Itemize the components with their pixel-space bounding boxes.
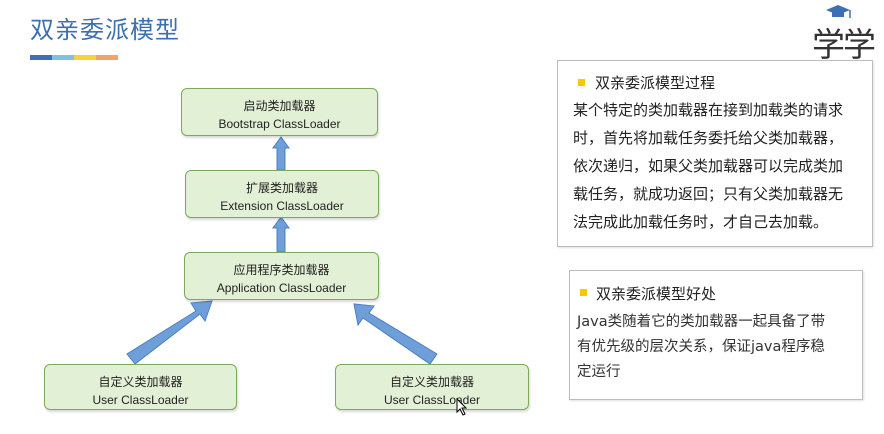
arrow-userright-to-application <box>353 303 438 365</box>
node-extension-classloader: 扩展类加载器 Extension ClassLoader <box>185 170 379 218</box>
node-label-en: Application ClassLoader <box>216 281 347 295</box>
text-line: 有优先级的层次关系，保证java程序稳 <box>577 339 825 355</box>
panel-text: 某个特定的类加载器在接到加载类的请求 时，首先将加载任务委托给父类加载器， 依次… <box>573 96 869 236</box>
title-accent-bar <box>30 55 118 60</box>
text-line: 某个特定的类加载器在接到加载类的请求 <box>573 101 844 119</box>
node-user-classloader-right: 自定义类加载器 User ClassLoader <box>335 364 529 410</box>
node-user-classloader-left: 自定义类加载器 User ClassLoader <box>44 364 237 410</box>
panel-delegation-benefit <box>569 270 863 400</box>
graduation-cap-icon <box>826 5 851 18</box>
text-line: 法完成此加载任务时，才自己去加载。 <box>573 213 829 231</box>
arrow-application-to-extension <box>272 216 290 253</box>
text-line: Java类随着它的类加载器一起具备了带 <box>577 314 826 330</box>
logo-text: 学学 <box>812 25 876 64</box>
text-line: 依次递归，如果父类加载器可以完成类加 <box>573 157 844 175</box>
logo <box>826 5 851 18</box>
node-bootstrap-classloader: 启动类加载器 Bootstrap ClassLoader <box>181 88 378 136</box>
panel-delegation-process <box>557 60 873 247</box>
node-label-zh: 应用程序类加载器 <box>233 263 330 277</box>
node-application-classloader: 应用程序类加载器 Application ClassLoader <box>184 252 379 300</box>
arrow-userleft-to-application <box>126 300 213 365</box>
node-label-en: User ClassLoader <box>383 393 481 407</box>
bullet-icon <box>580 289 587 296</box>
arrow-extension-to-bootstrap <box>272 136 290 171</box>
node-label-en: Extension ClassLoader <box>220 199 344 213</box>
mouse-cursor-icon <box>456 398 468 416</box>
node-label-en: User ClassLoader <box>92 393 189 407</box>
accent-segment <box>96 55 118 60</box>
panel-heading: 双亲委派模型过程 <box>595 74 716 92</box>
node-label-zh: 扩展类加载器 <box>245 181 318 195</box>
node-label-zh: 自定义类加载器 <box>389 375 474 389</box>
panel-text: Java类随着它的类加载器一起具备了带 有优先级的层次关系，保证java程序稳 … <box>577 310 857 385</box>
text-line: 时，首先将加载任务委托给父类加载器， <box>573 129 844 147</box>
bullet-icon <box>578 79 585 86</box>
accent-segment <box>52 55 74 60</box>
panel-heading: 双亲委派模型好处 <box>596 285 717 303</box>
accent-segment <box>74 55 96 60</box>
accent-segment <box>30 55 52 60</box>
node-label-zh: 启动类加载器 <box>243 99 316 113</box>
node-label-zh: 自定义类加载器 <box>98 375 183 389</box>
text-line: 载任务，就成功返回；只有父类加载器无 <box>573 185 844 203</box>
node-label-en: Bootstrap ClassLoader <box>218 117 341 131</box>
text-line: 定运行 <box>577 364 621 380</box>
page-title: 双亲委派模型 <box>30 16 180 44</box>
